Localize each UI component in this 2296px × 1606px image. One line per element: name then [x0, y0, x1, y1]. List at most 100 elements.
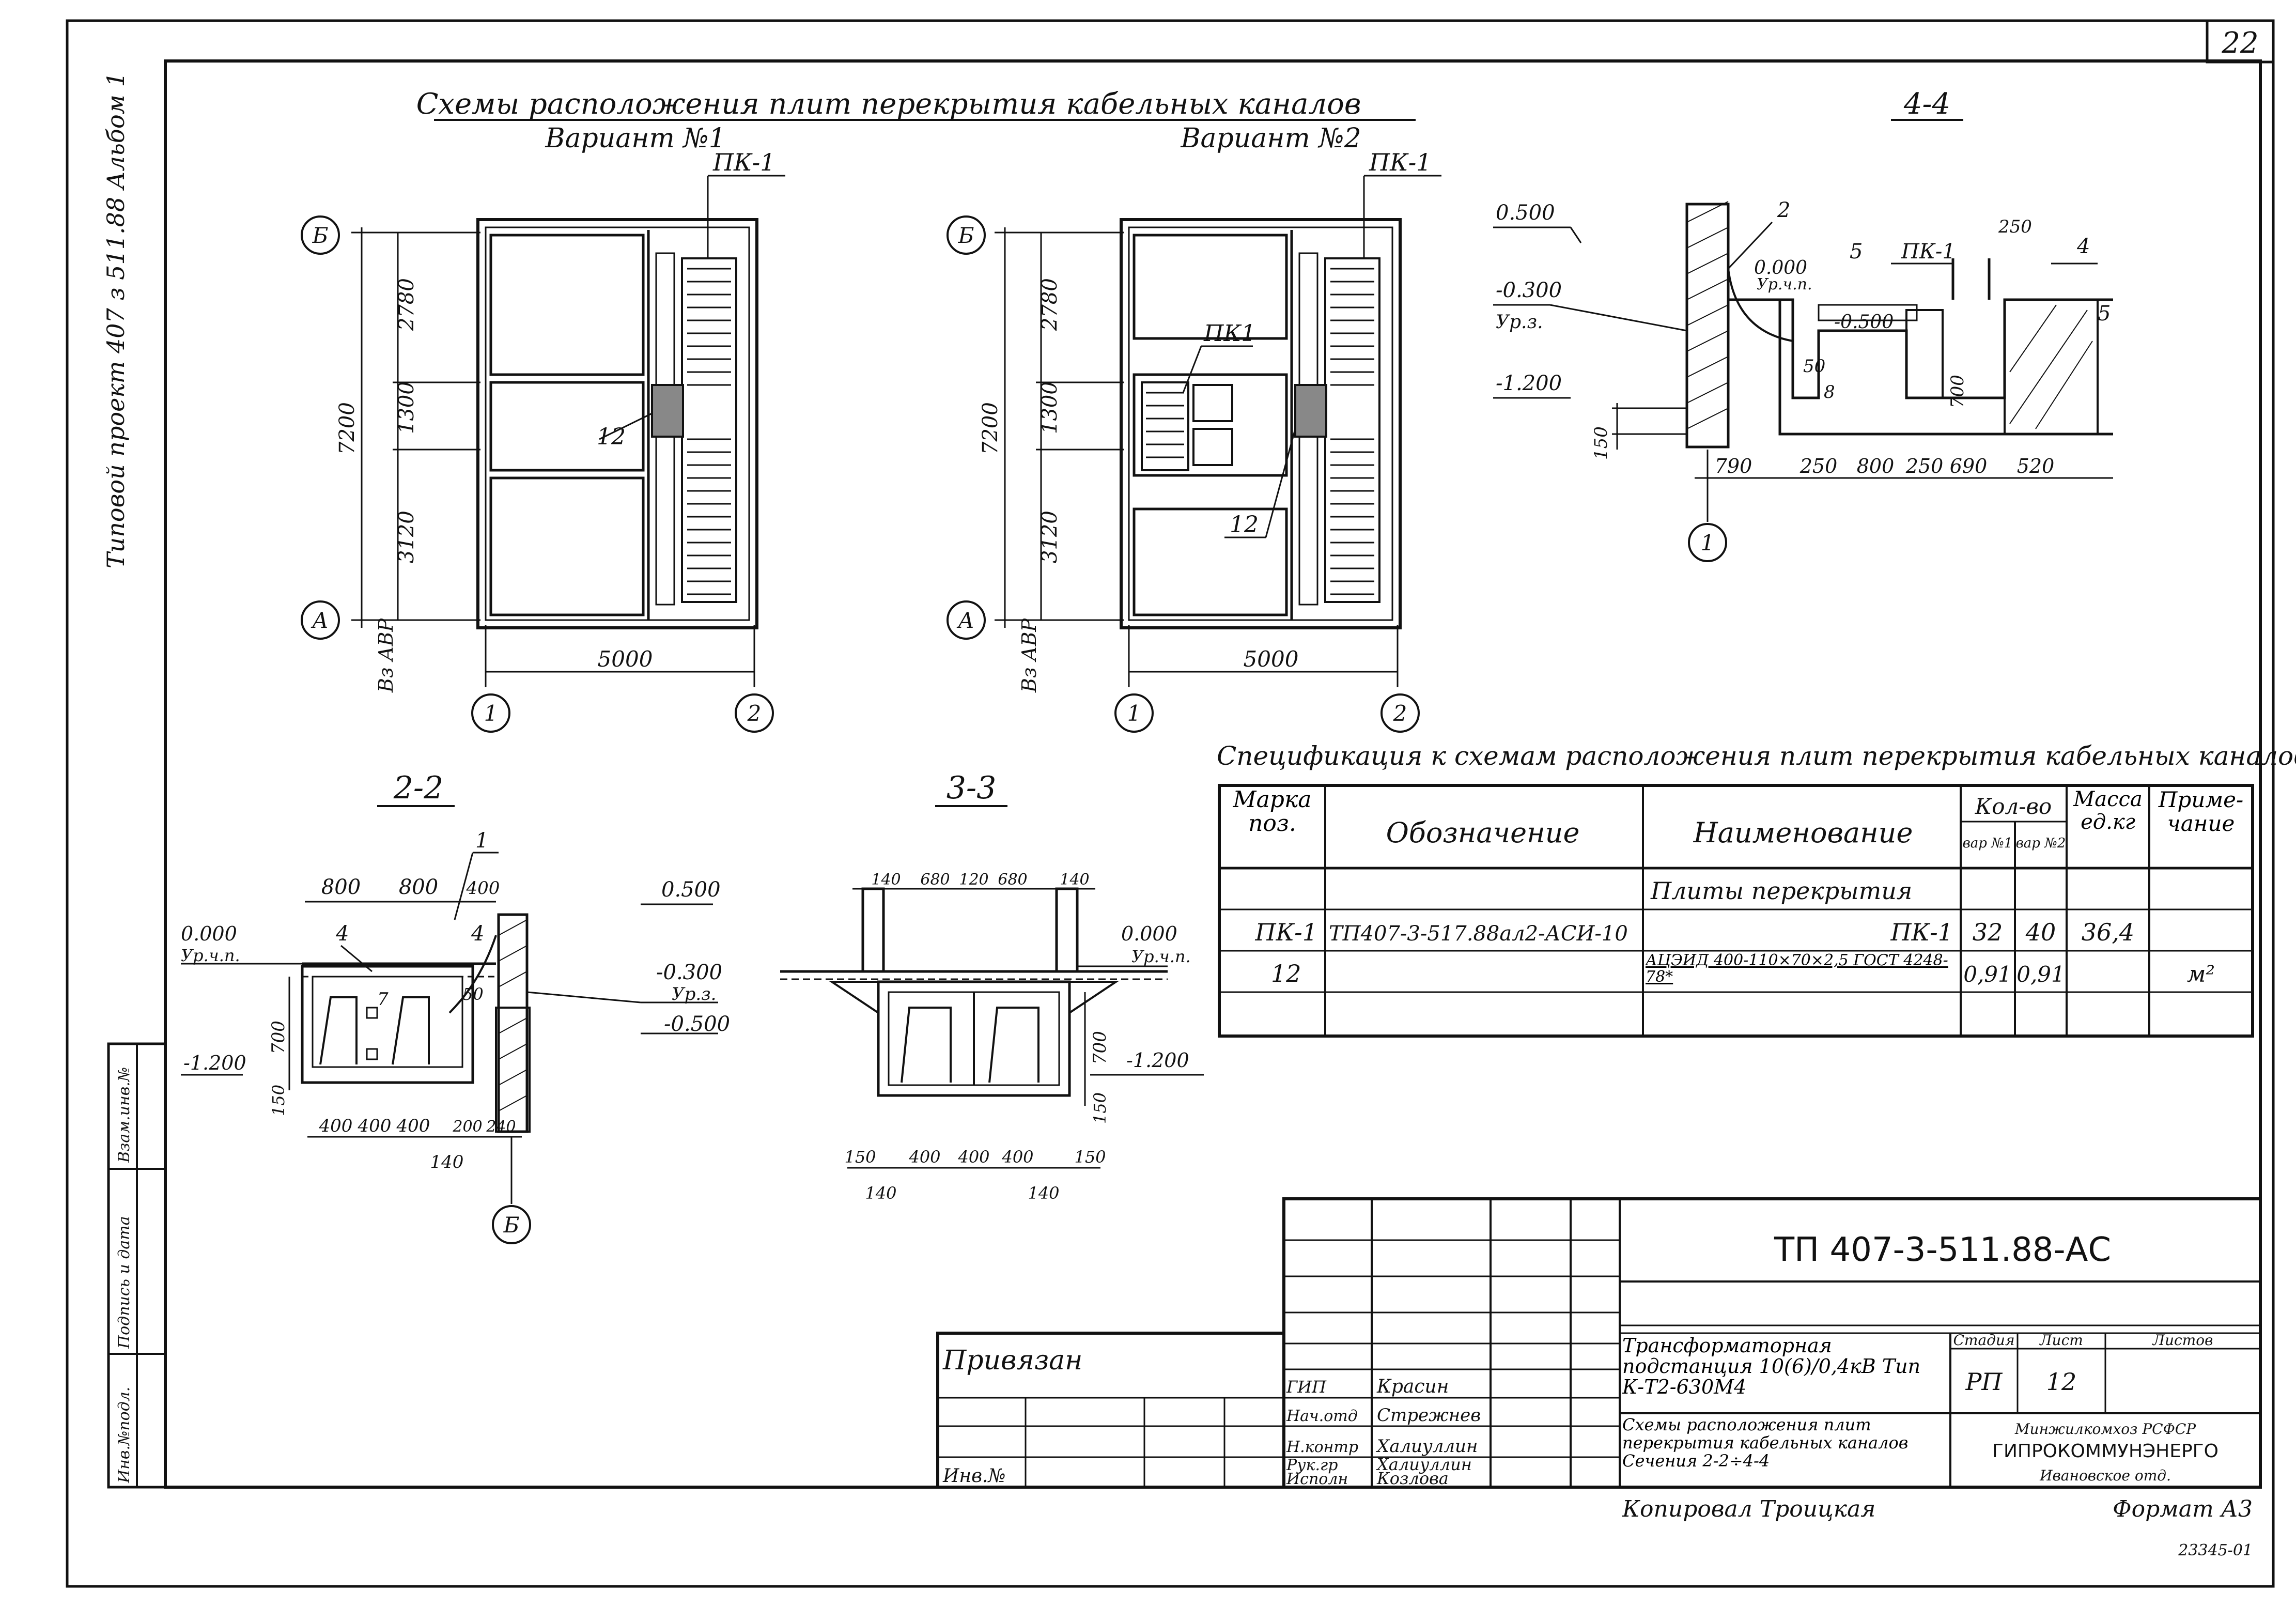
sec44-dim-b1: 250 [1799, 455, 1838, 477]
sec22-pos-50: 50 [462, 984, 484, 1004]
spec-h-note: Приме-чание [2158, 788, 2244, 837]
sec22-lvl-0000-note: Ур.ч.п. [181, 946, 240, 965]
sec22-lvl-m0300-note: Ур.з. [672, 984, 717, 1005]
plan2-axis-1: 1 [1127, 701, 1141, 726]
spec-r2-mark: 12 [1271, 960, 1301, 987]
sec33-lvl-0000: 0.000 [1121, 922, 1177, 945]
spec-r1-mark: ПК-1 [1254, 918, 1317, 946]
sec44-dim-150: 150 [1591, 426, 1611, 460]
plan2-axis-b: Б [958, 223, 974, 248]
tb-org1: Минжилкомхоз РСФСР [2014, 1420, 2196, 1438]
sec33-dim-top3: 680 [998, 871, 1027, 889]
sec22-dim-b4: 240 [486, 1118, 516, 1136]
sec44-lvl-0300: -0.300 [1496, 279, 1562, 302]
section-4-4: 4-4 0.500 -0.300 Ур.з. -1.200 [1493, 87, 2113, 562]
sec22-dim-b1: 400 [358, 1116, 392, 1136]
plan1-dim-top: 2780 [395, 278, 418, 331]
sec33-dim-150: 150 [1090, 1092, 1110, 1124]
sec33-dim-140b: 140 [1028, 1183, 1059, 1203]
sec33-dim-b2: 400 [957, 1147, 989, 1167]
tb-staff-3-role: Рук.гр [1286, 1456, 1338, 1474]
tb-staff-2-role: Н.контр [1286, 1438, 1358, 1456]
sec44-lvl-m0500: -0.500 [1834, 312, 1894, 333]
tb-org2: ГИПРОКОММУНЭНЕРГО [1992, 1441, 2219, 1462]
tb-staff-0-name: Красин [1376, 1376, 1449, 1397]
sec22-dim-b2: 400 [396, 1116, 430, 1136]
sec33-dim-b1: 400 [908, 1147, 940, 1167]
sec22-lvl-0000: 0.000 [181, 922, 237, 945]
spec-r0-name: Плиты перекрытия [1650, 877, 1912, 905]
sec44-pos-5b: 5 [2098, 302, 2111, 326]
sec33-dim-b0: 150 [844, 1147, 876, 1167]
tb-privyazan: Привязан [942, 1345, 1082, 1376]
sec22-dim-b3: 200 [452, 1118, 482, 1136]
plan2-callout-12: 12 [1230, 512, 1259, 538]
footer-code: 23345-01 [2178, 1541, 2253, 1559]
tb-staff-3-name: Халиуллин [1375, 1455, 1472, 1474]
plan1-grating-12 [651, 384, 684, 438]
spec-r2-note: м² [2187, 961, 2215, 987]
tb-doc-code: ТП 407-3-511.88-АС [1774, 1231, 2111, 1269]
sec22-lvl-m0300: -0.300 [656, 961, 722, 984]
spec-h-qty: Кол-во [1975, 794, 2052, 819]
plan1-dim-total: 7200 [335, 402, 359, 455]
plan1-axis-b: Б [312, 223, 329, 248]
sec22-pos-4a: 4 [335, 922, 349, 946]
plan2-dim-total: 7200 [979, 402, 1002, 455]
sec44-dim-50: 50 [1803, 356, 1825, 377]
sec33-dim-top1: 680 [920, 871, 950, 889]
sec44-title: 4-4 [1903, 87, 1950, 121]
section-3-3: 3-3 140 680 120 680 140 0.000 Ур.ч.п. -1… [780, 770, 1204, 1203]
spec-table: Спецификация к схемам расположения плит … [1217, 741, 2296, 1038]
sec22-lvl-m0500: -0.500 [664, 1012, 730, 1036]
plan1-callout-12: 12 [597, 424, 626, 450]
sec22-pos-1: 1 [475, 829, 488, 853]
plan1-dim-bot: 3120 [395, 511, 418, 563]
sec44-dim-8: 8 [1824, 382, 1835, 403]
sec33-lvl-0000-note: Ур.ч.п. [1131, 947, 1191, 966]
sheet-number-box [2206, 19, 2275, 64]
sec22-dim-top2: 400 [466, 878, 500, 899]
side-col-inv: Инв.№подл. [115, 1387, 133, 1484]
tb-staff-1-name: Стрежнев [1377, 1405, 1481, 1426]
footer-format: Формат А3 [2113, 1496, 2253, 1522]
plan2-slab-ribs [1330, 268, 1374, 595]
plan2-pk1-label: ПК1 [1203, 320, 1255, 347]
plan2-dim-bot: 3120 [1038, 511, 1062, 563]
spec-r1-mass: 36,4 [2082, 918, 2134, 946]
tb-stage: РП [1965, 1368, 2003, 1396]
sec22-lvl-m1200: -1.200 [183, 1052, 246, 1074]
sec44-dim-b5: 520 [2017, 455, 2055, 477]
spec-r2-v2: 0,91 [2016, 962, 2065, 987]
sec44-pos-5: 5 [1850, 240, 1863, 264]
sec22-dim-b0: 400 [319, 1116, 353, 1136]
section-2-2: 2-2 800 800 400 1 4 4 7 50 0. [181, 770, 730, 1244]
plan1-axis-a: А [311, 608, 329, 633]
spec-h-qty-v1: вар №1 [1963, 836, 2013, 851]
tb-list: 12 [2046, 1368, 2077, 1396]
side-stamp: Типовой проект 407 з 511.88 Альбом 1 [102, 72, 130, 568]
variant2-title: Вариант №2 [1180, 123, 1361, 154]
plan2-dim-width: 5000 [1244, 646, 1299, 672]
sec33-title: 3-3 [947, 770, 997, 806]
tb-project-name: Трансформаторная подстанция 10(6)/0,4кВ … [1622, 1336, 1921, 1398]
sec22-pos-7: 7 [377, 989, 389, 1010]
tb-list-h: Лист [2039, 1332, 2083, 1349]
sec33-dim-b4: 150 [1074, 1147, 1106, 1167]
spec-r1-v2: 40 [2025, 918, 2056, 946]
spec-h-designation: Обозначение [1386, 816, 1580, 849]
tb-stage-h: Стадия [1953, 1332, 2015, 1349]
sec44-pos-pk1: ПК-1 [1901, 240, 1956, 264]
sec33-lvl-m1200: -1.200 [1126, 1049, 1189, 1072]
plan-variant2: ПК-1 ПК1 12 7200 2780 1300 3120 Вз АВР 5… [947, 148, 1441, 733]
sec44-lvl-1200: -1.200 [1496, 372, 1562, 395]
spec-r1-designation: ТП407-3-517.88ал2-АСИ-10 [1329, 922, 1628, 946]
sec44-pos-4: 4 [2076, 235, 2090, 258]
sec22-axis-b: Б [503, 1212, 520, 1238]
side-col-repl: Взам.инв.№ [115, 1067, 133, 1163]
sec33-dim-b3: 400 [1001, 1147, 1033, 1167]
sheet-number: 22 [2221, 26, 2258, 60]
plan2-pk-label: ПК-1 [1369, 148, 1432, 176]
sec44-lvl-0300-note: Ур.з. [1496, 312, 1543, 333]
